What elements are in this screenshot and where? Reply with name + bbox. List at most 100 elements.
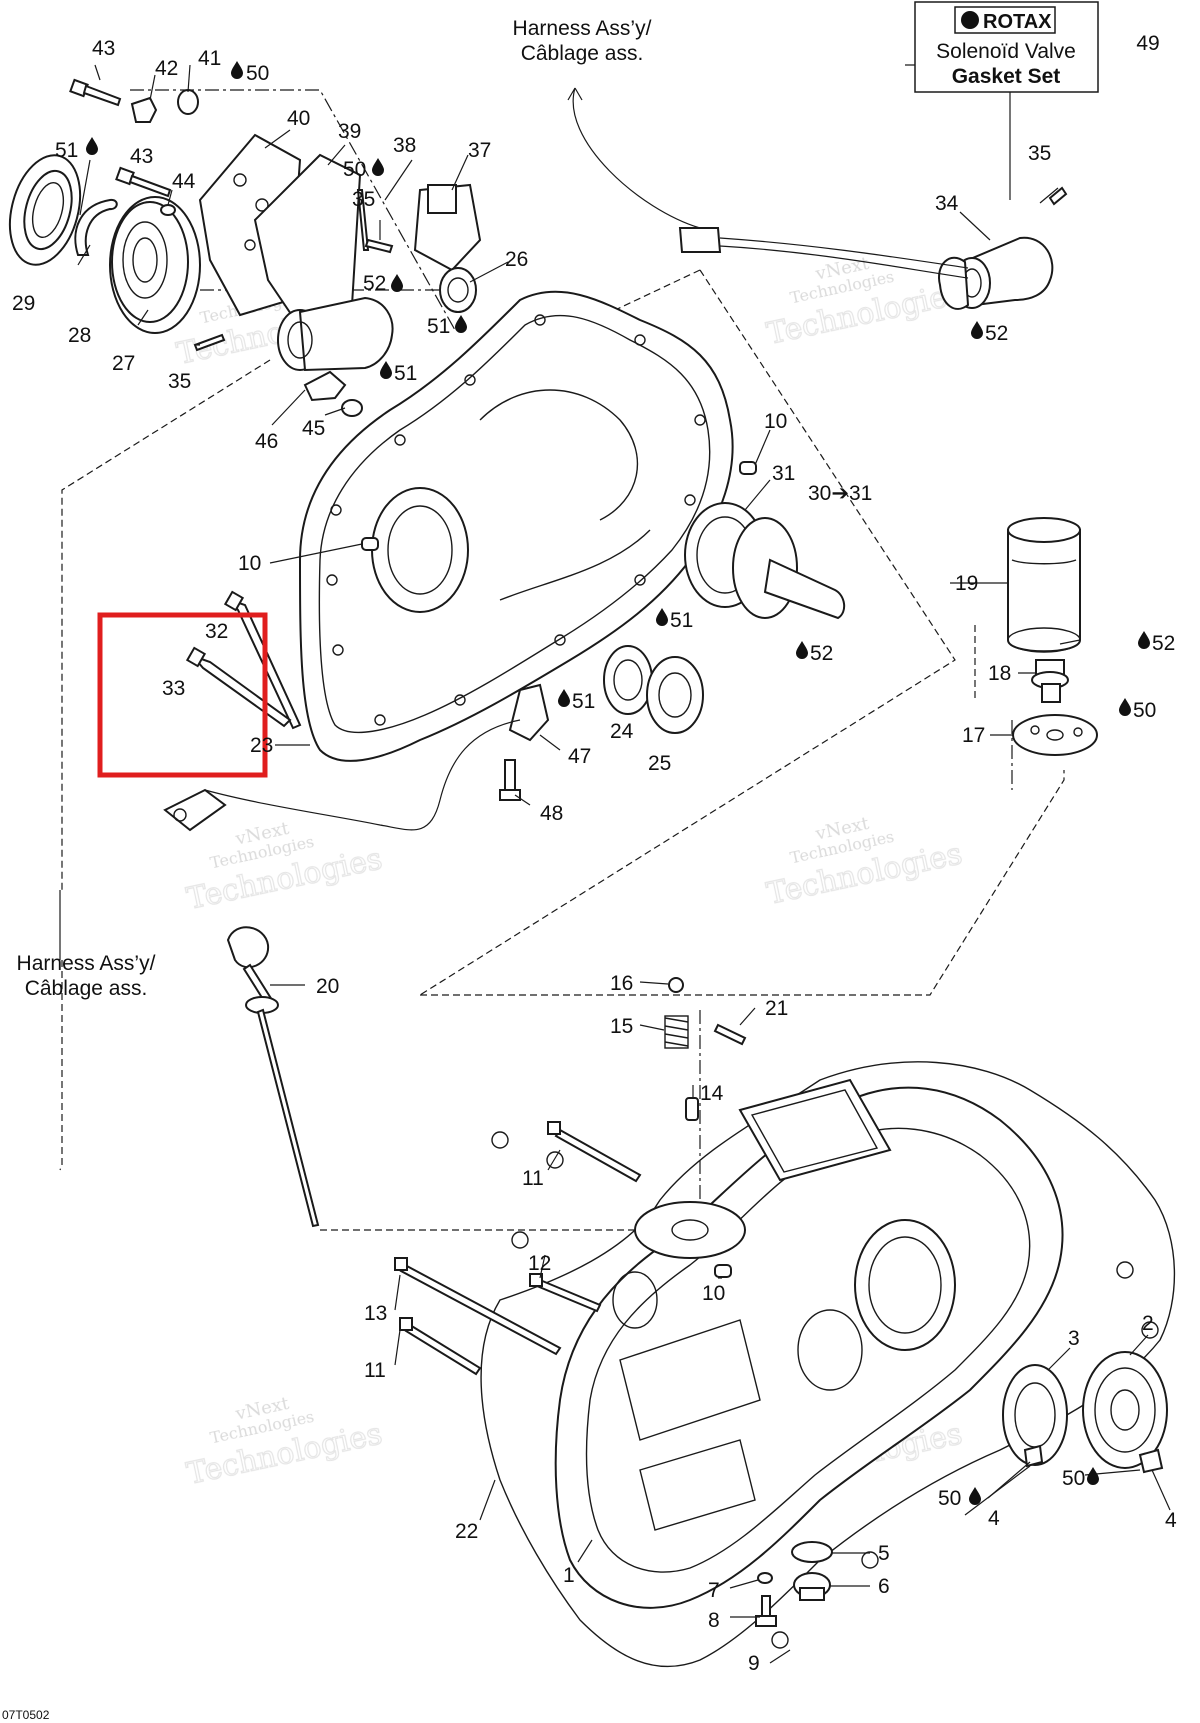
dowel-10-right	[739, 461, 757, 475]
callout-52: 52	[985, 322, 1008, 345]
solenoid-valve-right	[678, 186, 1068, 310]
callout-11: 11	[364, 1359, 386, 1382]
drop-icon	[971, 321, 983, 339]
callout-51: 51	[427, 315, 450, 338]
dowel-14	[685, 1097, 699, 1121]
rotax-logo-icon	[961, 11, 979, 29]
callout-43: 43	[92, 37, 115, 60]
o-ring-5	[791, 1541, 833, 1563]
callout-3: 3	[1068, 1327, 1080, 1350]
callout-50: 50	[1133, 699, 1156, 722]
plate-17	[1012, 714, 1098, 756]
harness-caption-line2: Câblage ass.	[25, 977, 148, 1000]
callout-50: 50	[343, 158, 366, 181]
drop-icon	[231, 61, 243, 79]
callout-24: 24	[610, 720, 634, 743]
drop-icon	[1087, 1467, 1099, 1485]
highlight-box	[97, 612, 268, 778]
callout-38: 38	[393, 134, 416, 157]
callout-43: 43	[130, 145, 153, 168]
callout-51: 51	[670, 609, 693, 632]
harness-caption-line2: Câblage ass.	[521, 42, 644, 65]
bolts-32-33	[185, 590, 302, 730]
washer-7	[757, 1572, 773, 1584]
callout-40: 40	[287, 107, 310, 130]
leader-lines	[59, 44, 1171, 1664]
drop-icon	[86, 137, 98, 155]
oil-filter-group	[1007, 517, 1098, 756]
solenoid-valve-left	[277, 296, 394, 372]
callout-33: 33	[162, 677, 185, 700]
callout-6: 6	[878, 1575, 890, 1598]
callout-26: 26	[505, 248, 528, 271]
callout-50: 50	[1062, 1467, 1085, 1490]
callout-51: 51	[55, 139, 78, 162]
plug-41	[177, 89, 199, 115]
callout-10: 10	[764, 410, 787, 433]
harness-caption-left: Harness Ass’y/ Câblage ass.	[17, 952, 156, 1000]
callout-28: 28	[68, 324, 91, 347]
callout-4: 4	[988, 1507, 1000, 1530]
callout-19: 19	[955, 572, 978, 595]
oil-filter-19	[1007, 529, 1081, 653]
callout-30-31: 30➔31	[808, 482, 872, 505]
drop-icon	[372, 158, 384, 176]
callout-49: 49	[1136, 32, 1159, 55]
callout-labels: 43 42 41 50 51 43 44 40 39 38 37 50 35 5…	[12, 37, 1177, 1675]
drop-icon	[1119, 698, 1131, 716]
rod-38	[356, 189, 370, 251]
callout-39: 39	[338, 120, 361, 143]
cover-bolt-holes	[326, 314, 706, 726]
screw-35	[193, 333, 226, 352]
bolt-11-bottom	[404, 1323, 482, 1376]
callout-50: 50	[938, 1487, 961, 1510]
callout-8: 8	[708, 1609, 720, 1632]
rotax-brand: ROTAX	[983, 11, 1052, 33]
drop-icon	[796, 641, 808, 659]
top-left-parts	[8, 78, 482, 417]
circlip-28	[74, 198, 118, 256]
callout-18: 18	[988, 662, 1011, 685]
shaft-30	[732, 517, 846, 620]
callout-41: 41	[198, 47, 221, 70]
rotax-line1: Solenoïd Valve	[936, 40, 1076, 63]
callout-17: 17	[962, 724, 985, 747]
bolt-4-right	[1138, 1448, 1164, 1474]
sensor-47	[508, 683, 550, 742]
callout-11: 11	[522, 1167, 544, 1190]
callout-35: 35	[168, 370, 191, 393]
callout-27: 27	[112, 352, 135, 375]
harness-caption-line1: Harness Ass’y/	[513, 17, 652, 40]
bolt-12	[535, 1278, 602, 1313]
washer-44	[160, 204, 176, 216]
callout-10: 10	[238, 552, 261, 575]
drop-icon	[558, 689, 570, 707]
callout-14: 14	[700, 1082, 724, 1105]
callout-35: 35	[1028, 142, 1051, 165]
side-cover-assembly	[163, 290, 846, 832]
screw-35-right	[1048, 186, 1068, 206]
dowel-10-lower	[714, 1264, 732, 1278]
figure-code: 07T0502	[2, 1708, 50, 1722]
callout-35: 35	[352, 188, 375, 211]
bolt-35-mid	[364, 238, 394, 254]
sensor-46	[303, 370, 347, 402]
callout-15: 15	[610, 1015, 633, 1038]
crankcase-1	[554, 1086, 1064, 1609]
drop-icon	[455, 315, 467, 333]
dowel-10-left	[361, 537, 379, 551]
drop-icon	[969, 1487, 981, 1505]
callout-7: 7	[708, 1579, 720, 1602]
callout-32: 32	[205, 620, 228, 643]
callout-52: 52	[810, 642, 833, 665]
harness-caption-line1: Harness Ass’y/	[17, 952, 156, 975]
callout-2: 2	[1142, 1312, 1154, 1335]
ball-16	[668, 977, 684, 993]
callout-52: 52	[363, 272, 386, 295]
callout-5: 5	[878, 1542, 890, 1565]
callout-45: 45	[302, 417, 325, 440]
callout-50: 50	[246, 62, 269, 85]
callout-23: 23	[250, 734, 273, 757]
bolt-11-top	[554, 1128, 642, 1183]
callout-47: 47	[568, 745, 591, 768]
